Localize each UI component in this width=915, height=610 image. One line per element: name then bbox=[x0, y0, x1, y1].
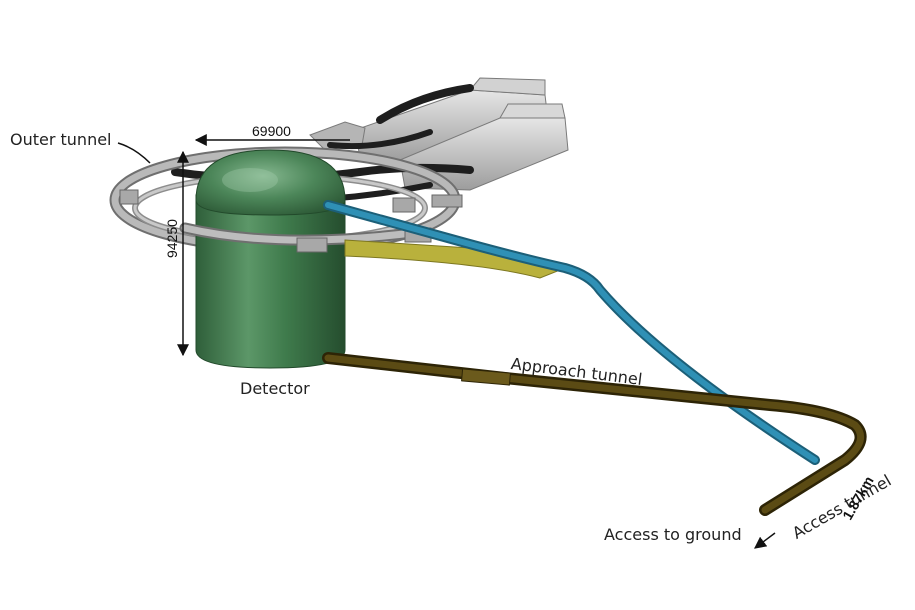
detector-dome bbox=[195, 149, 346, 216]
approach-tunnel-section bbox=[461, 368, 511, 386]
access-to-ground-arrow bbox=[754, 532, 776, 549]
connector-1 bbox=[296, 237, 328, 253]
cavern-connector bbox=[309, 121, 366, 151]
height-dimension-label: 94250 bbox=[164, 219, 180, 258]
ring-connectors bbox=[119, 189, 463, 253]
dimension-arrows bbox=[117, 134, 776, 549]
approach-tunnel bbox=[322, 352, 867, 516]
detector-label: Detector bbox=[240, 379, 310, 398]
outer-tunnel-leader bbox=[117, 142, 151, 164]
blue-tunnel-fill bbox=[325, 202, 818, 463]
detector bbox=[195, 149, 346, 369]
dark-tunnel-2 bbox=[327, 129, 433, 150]
blue-tunnel bbox=[323, 200, 820, 465]
connector-3 bbox=[431, 194, 463, 208]
dome-highlight bbox=[222, 168, 278, 192]
connector-2 bbox=[392, 197, 416, 213]
cavern-block-upper-top bbox=[468, 77, 546, 96]
width-dimension-label: 69900 bbox=[252, 123, 291, 139]
cavern-block-lower-top bbox=[499, 103, 566, 119]
front-ring-tube bbox=[181, 224, 424, 244]
dark-tunnel-1 bbox=[376, 84, 474, 124]
front-ring bbox=[179, 222, 426, 246]
outer-tunnel-label: Outer tunnel bbox=[10, 130, 112, 149]
connector-4 bbox=[119, 189, 139, 205]
detector-cylinder bbox=[195, 194, 346, 369]
access-to-ground-label: Access to ground bbox=[604, 525, 742, 544]
